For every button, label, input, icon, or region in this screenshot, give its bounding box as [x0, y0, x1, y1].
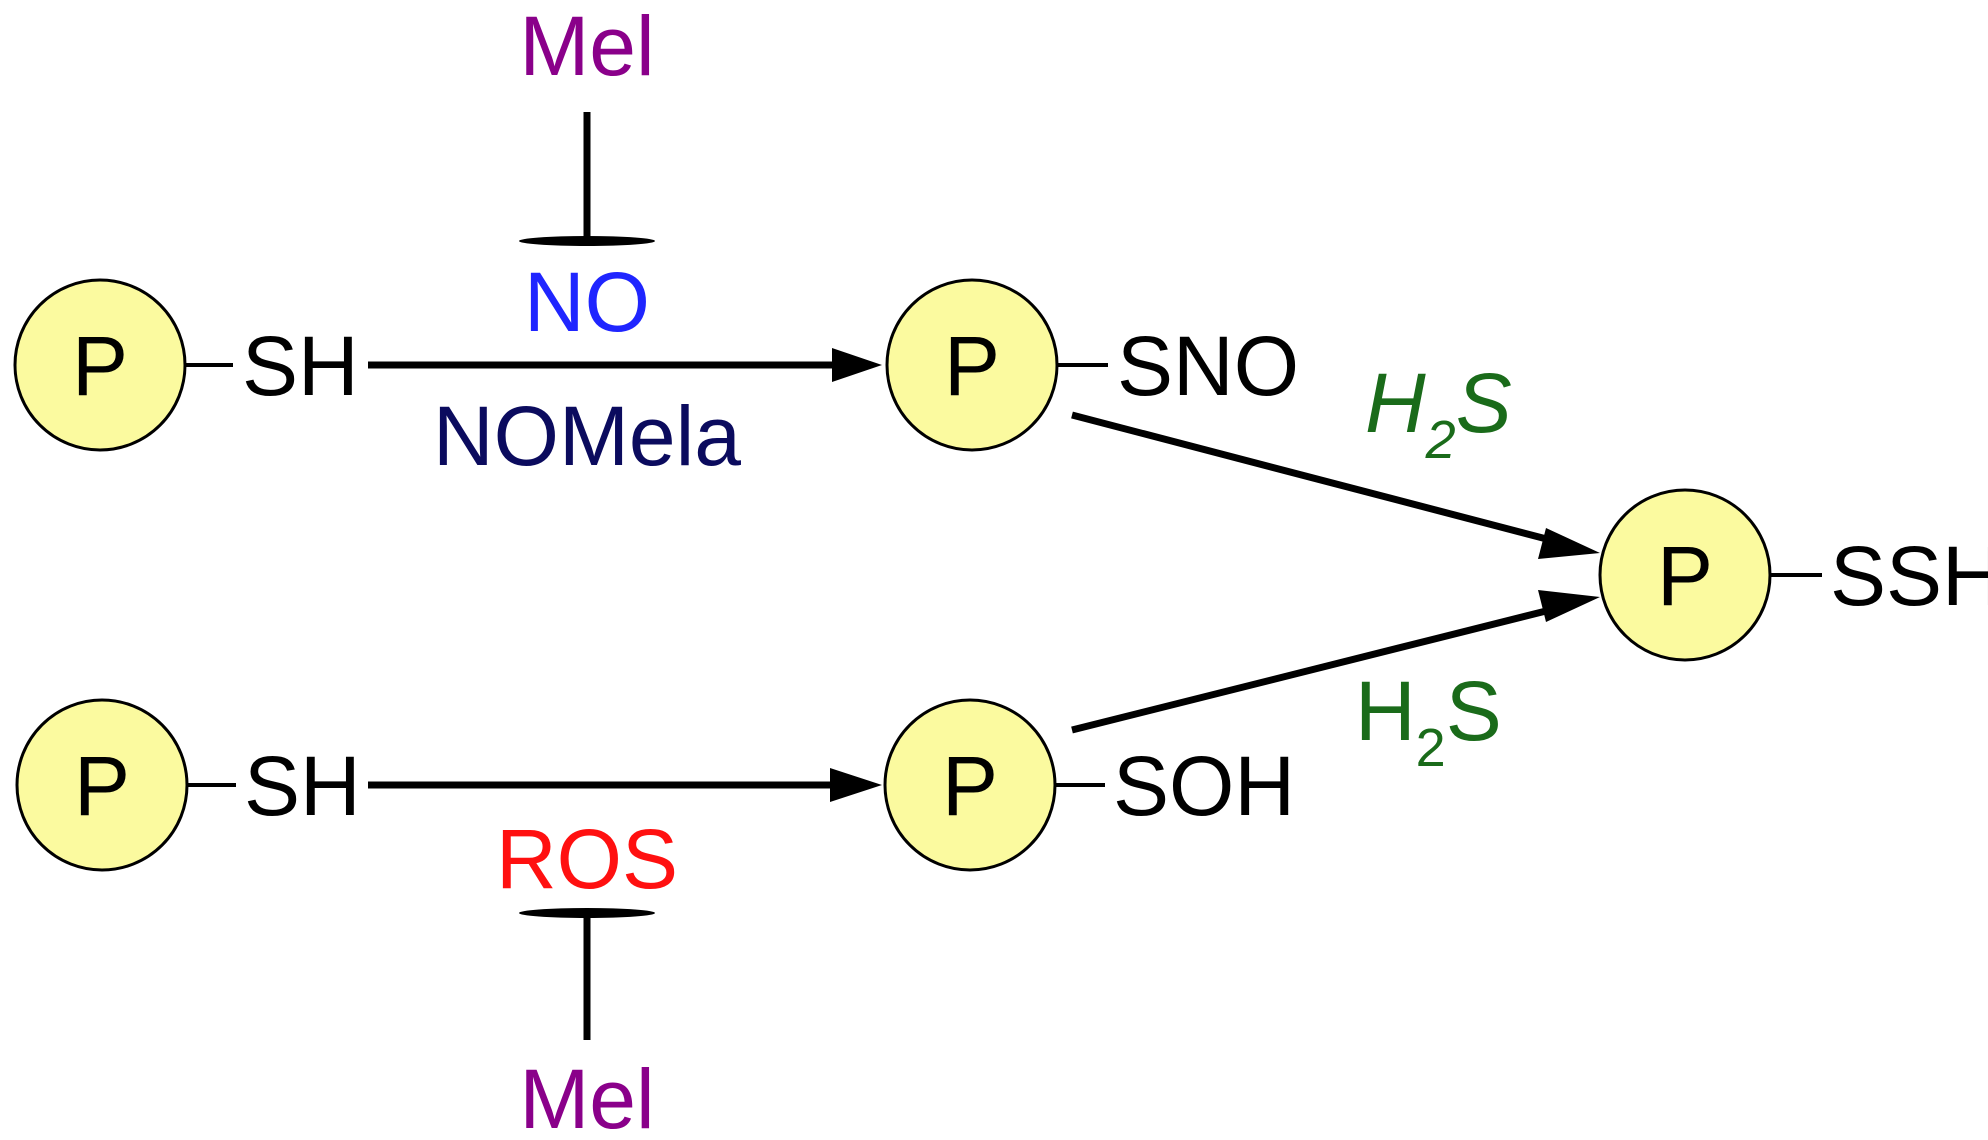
protein-label: P: [72, 319, 128, 413]
protein-sh-top: P SH: [13, 278, 359, 452]
protein-circle: [13, 278, 187, 452]
arrow-sno-to-ssh: [1071, 411, 1600, 559]
protein-sh-bottom: P SH: [15, 698, 361, 872]
arrow-head: [1538, 590, 1600, 622]
mel-inhibition-bottom: Mel: [519, 908, 655, 1140]
protein-label: P: [1657, 529, 1713, 623]
arrow-head: [1538, 528, 1600, 559]
no-label: NO: [524, 255, 650, 349]
inhibition-bar: [519, 908, 655, 918]
arrow-shaft: [1071, 603, 1563, 734]
protein-label: P: [74, 739, 130, 833]
thiol-group-label: SH: [242, 319, 359, 413]
mel-inhibition-top: Mel: [519, 0, 655, 246]
sulfenic-group-label: SOH: [1113, 739, 1295, 833]
protein-circle: [1598, 488, 1772, 662]
protein-ssh: P SSH: [1598, 488, 1988, 662]
arrow-sh-to-soh: [368, 768, 882, 802]
mel-label-bottom: Mel: [519, 1052, 654, 1140]
nitrosothiol-group-label: SNO: [1117, 319, 1299, 413]
protein-sno: P SNO: [885, 278, 1299, 452]
thiol-group-label: SH: [244, 739, 361, 833]
ros-label: ROS: [496, 812, 678, 906]
protein-label: P: [944, 319, 1000, 413]
protein-circle: [883, 698, 1057, 872]
arrow-shaft: [1071, 411, 1563, 547]
protein-label: P: [942, 739, 998, 833]
persulfide-group-label: SSH: [1830, 529, 1988, 623]
h2s-label-top: H2S: [1365, 356, 1512, 470]
mel-label-top: Mel: [519, 0, 654, 93]
arrow-soh-to-ssh: [1071, 590, 1600, 734]
arrow-head: [830, 768, 882, 802]
arrow-sh-to-sno: [368, 348, 882, 382]
arrow-head: [832, 348, 882, 382]
protein-circle: [885, 278, 1059, 452]
nomela-label: NOMela: [433, 389, 741, 483]
inhibition-bar: [519, 236, 655, 246]
protein-circle: [15, 698, 189, 872]
protein-soh: P SOH: [883, 698, 1295, 872]
h2s-label-bottom: H2S: [1355, 664, 1502, 778]
